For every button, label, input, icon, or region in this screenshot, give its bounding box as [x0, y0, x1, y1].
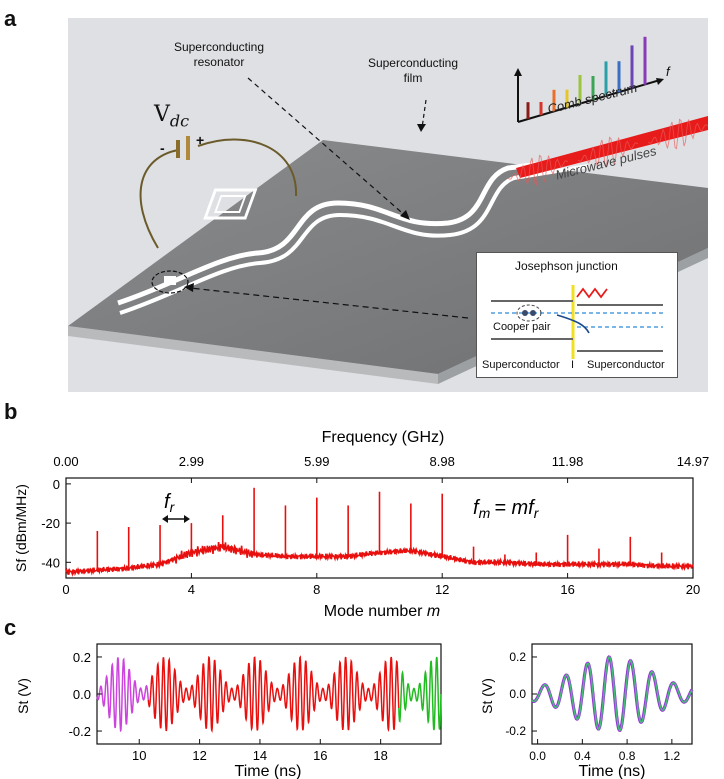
x-tick-label: 1.2	[664, 749, 681, 763]
wave-left-series	[398, 656, 442, 731]
wave-left-xlabel: Time (ns)	[235, 763, 302, 779]
x-tick-label: 12	[192, 748, 206, 763]
pulse-envelope	[507, 154, 569, 186]
x-tick-label: 16	[313, 748, 327, 763]
spectrum-xlabel: Mode number m	[324, 603, 441, 620]
panel-letter-c: c	[4, 615, 17, 640]
y-tick-label: -20	[41, 516, 60, 531]
wave-left-series	[147, 655, 400, 733]
inset-right-label: Superconductor	[587, 359, 665, 371]
fr-label: fr	[164, 491, 176, 515]
tunnel-arrow	[556, 314, 590, 334]
wire-left	[139, 149, 179, 249]
cooper-pair-ring	[516, 304, 542, 322]
y-tick-label: 0	[53, 477, 60, 492]
battery-plus: +	[196, 132, 205, 148]
inset-left-label: Superconductor	[482, 359, 560, 371]
spectrum-frame	[65, 477, 694, 579]
arrow-film	[421, 99, 427, 129]
x-tick-label: 20	[686, 582, 700, 597]
vdc-label: Vdc	[154, 102, 190, 131]
x-tick-label: 0.8	[619, 749, 636, 763]
top-tick-label: 2.99	[179, 454, 204, 469]
spectrum-chart: Frequency (GHz) 0.00 2.99 5.99 8.98 11.98 14.…	[13, 429, 709, 620]
top-tick-label: 0.00	[53, 454, 78, 469]
x-tick-label: 4	[188, 582, 195, 597]
battery-plate-1	[176, 140, 180, 158]
y-tick-label: 0.0	[509, 687, 526, 701]
photon-wave	[576, 287, 608, 299]
wave-right-ylabel: St (V)	[479, 678, 495, 714]
wave-left-ticks: 10 12 14 16 18 0.2 0.0 -0.2	[69, 650, 388, 763]
panel-letter-b: b	[4, 399, 18, 424]
y-tick-label: -40	[41, 555, 60, 570]
film-label: Superconducting film	[367, 56, 459, 85]
x-tick-label: 0.4	[574, 749, 591, 763]
wave-right-plot	[530, 655, 694, 732]
x-tick-label: 14	[253, 748, 267, 763]
microwave-pulses	[507, 118, 709, 186]
comb-f-label: f	[666, 64, 670, 79]
y-tick-label: -0.2	[69, 724, 91, 739]
x-tick-label: 0	[62, 582, 69, 597]
y-tick-label: -0.2	[505, 724, 526, 738]
spectrum-ylabel: Sf (dBm/MHz)	[13, 484, 29, 572]
pulse-envelope	[577, 136, 639, 168]
battery-plate-2	[186, 136, 190, 160]
panel-letter-a: a	[4, 6, 17, 31]
wave-right-series	[531, 656, 693, 732]
wave-left-ylabel: St (V)	[15, 678, 31, 714]
wave-left-series	[96, 657, 150, 733]
wire-right	[197, 138, 298, 197]
x-tick-label: 12	[435, 582, 449, 597]
chip-side	[68, 326, 438, 384]
y-tick-label: 0.2	[73, 650, 91, 665]
y-tick-label: 0.0	[73, 687, 91, 702]
top-tick-label: 14.97	[677, 454, 710, 469]
x-tick-label: 0.0	[529, 749, 546, 763]
top-tick-label: 8.98	[430, 454, 455, 469]
wave-left-plot	[96, 655, 442, 733]
equation: fm= mfr	[473, 497, 540, 521]
x-tick-label: 18	[373, 748, 387, 763]
top-ticks: 0.00 2.99 5.99 8.98 11.98 14.97	[53, 454, 709, 469]
square-resonator	[203, 188, 258, 220]
battery-minus: -	[160, 140, 165, 156]
wave-left-chart: 10 12 14 16 18 0.2 0.0 -0.2 St (V) Time (ns)	[15, 643, 442, 779]
top-axis-label: Frequency (GHz)	[322, 429, 445, 446]
josephson-inset: Josephson junction Cooper pair Supercond…	[476, 252, 678, 378]
spectrum-ticks: 0 4 8 12 16 20 0 -20 -40	[41, 477, 700, 597]
y-tick-label: 0.2	[509, 650, 526, 664]
inset-cooper-label: Cooper pair	[493, 321, 551, 333]
x-tick-label: 10	[132, 748, 146, 763]
spectrum-plot	[65, 487, 694, 577]
top-tick-label: 5.99	[304, 454, 329, 469]
arrow-junction	[189, 287, 469, 319]
comb-bars	[526, 36, 647, 119]
inset-mid-label: I	[571, 359, 575, 371]
resonator-line	[117, 155, 589, 306]
pulse-envelope	[647, 118, 709, 150]
wave-right-xlabel: Time (ns)	[579, 763, 646, 779]
resonator-label: Superconducting resonator	[173, 40, 265, 69]
resonator-line-2	[119, 164, 589, 315]
x-tick-label: 16	[560, 582, 574, 597]
inset-title: Josephson junction	[515, 259, 618, 273]
top-tick-label: 11.98	[552, 454, 584, 469]
junction-circle	[151, 270, 189, 294]
x-tick-label: 8	[313, 582, 320, 597]
